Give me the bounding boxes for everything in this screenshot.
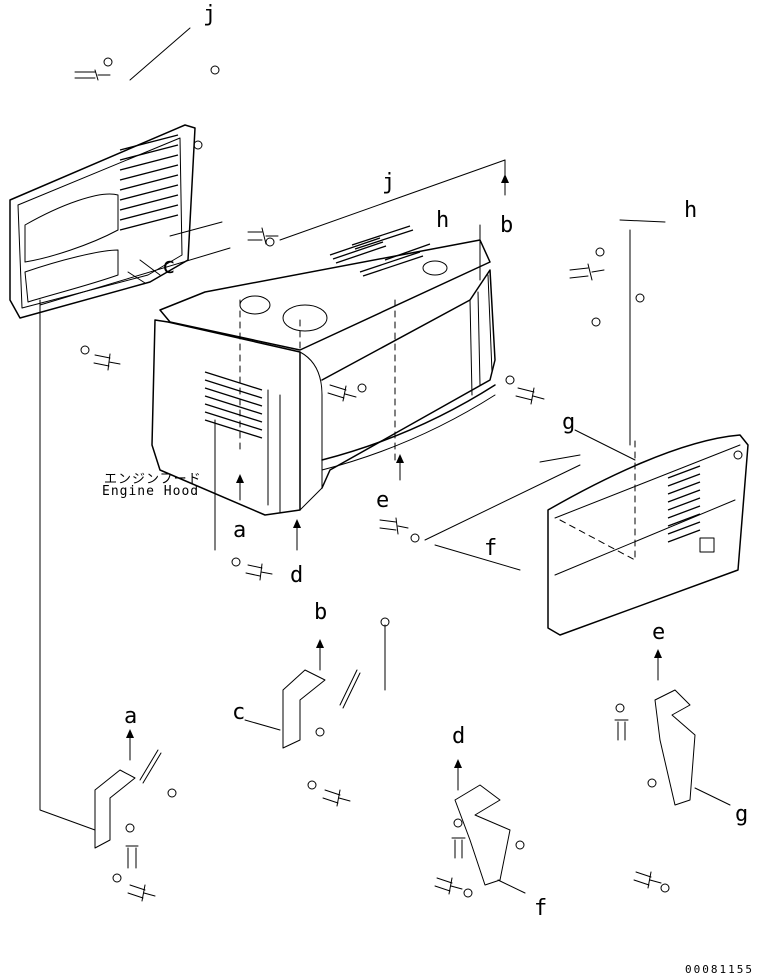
ref-label-g: g [735, 802, 749, 827]
gas-springs [127, 259, 581, 784]
ref-label-a: a [233, 518, 247, 543]
ref-label-c: c [162, 254, 176, 279]
side-door-panel [547, 434, 749, 636]
engine-hood-body [151, 225, 496, 516]
ref-label-h: h [436, 208, 450, 233]
ref-label-b: b [314, 600, 328, 625]
ref-label-j: j [203, 2, 217, 27]
ref-label-c: c [232, 700, 246, 725]
ref-label-f: f [534, 896, 548, 921]
caption-english: Engine Hood [102, 484, 200, 499]
ref-label-e: e [376, 488, 390, 513]
hinge-brackets [94, 669, 696, 886]
ref-label-e: e [652, 620, 666, 645]
ref-label-f: f [484, 536, 498, 561]
direction-arrows [126, 174, 662, 791]
rear-door-panel [9, 124, 196, 319]
ref-label-j: j [382, 170, 396, 195]
ref-label-g: g [562, 410, 576, 435]
ref-label-a: a [124, 704, 138, 729]
caption-japanese: エンジンフード [104, 472, 202, 487]
ref-label-h: h [684, 198, 698, 223]
leader-lines [39, 27, 731, 894]
fasteners [74, 57, 743, 902]
ref-label-b: b [500, 213, 514, 238]
ref-label-d: d [290, 563, 304, 588]
document-number: 00081155 [685, 963, 754, 976]
ref-label-d: d [452, 724, 466, 749]
